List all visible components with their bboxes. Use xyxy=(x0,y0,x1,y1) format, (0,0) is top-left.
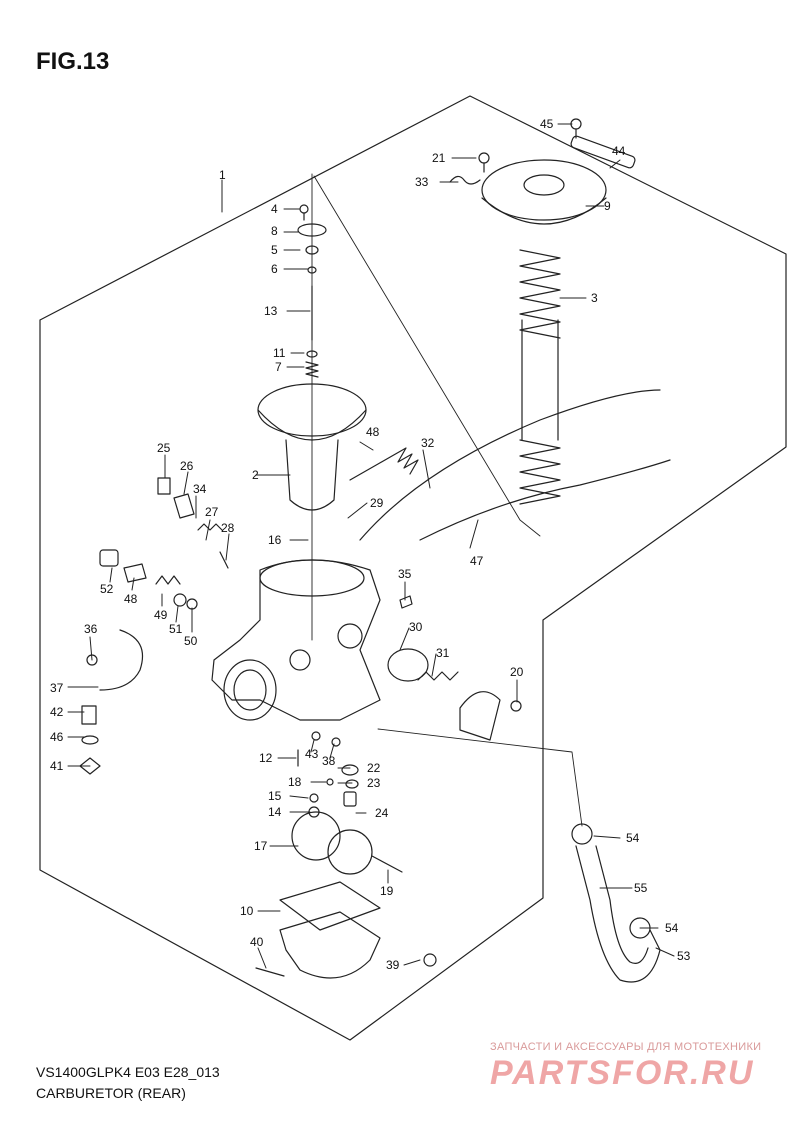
callout-16: 16 xyxy=(268,533,282,547)
figure-title: FIG.13 xyxy=(36,48,110,75)
callout-41: 41 xyxy=(50,759,64,773)
callout-44: 44 xyxy=(612,144,626,158)
callout-29: 29 xyxy=(370,496,384,510)
callout-54-upper: 54 xyxy=(626,831,640,845)
spring-48 xyxy=(349,447,419,481)
callout-53: 53 xyxy=(677,949,691,963)
assembly-outline xyxy=(39,95,787,1041)
mixture-screw-parts xyxy=(157,477,229,569)
callout-26: 26 xyxy=(180,459,194,473)
callout-54-lower: 54 xyxy=(665,921,679,935)
assembly-lines xyxy=(311,173,583,827)
needle-parts xyxy=(297,204,327,378)
callout-37: 37 xyxy=(50,681,64,695)
callout-50: 50 xyxy=(184,634,198,648)
callout-20: 20 xyxy=(510,665,524,679)
float-bowl xyxy=(255,881,437,979)
callout-3: 3 xyxy=(591,291,598,305)
vent-hose xyxy=(571,823,661,983)
callout-49: 49 xyxy=(154,608,168,622)
callout-2: 2 xyxy=(252,468,259,482)
hose-32 xyxy=(359,389,661,541)
callout-12: 12 xyxy=(259,751,273,765)
callout-9: 9 xyxy=(604,199,611,213)
piston-spring xyxy=(519,249,561,505)
callout-55: 55 xyxy=(634,881,648,895)
callout-36: 36 xyxy=(84,622,98,636)
watermark-logo-text: PARTSFOR.RU xyxy=(490,1054,754,1092)
callout-4: 4 xyxy=(271,202,278,216)
watermark-logo: PARTSFOR.RU xyxy=(490,1054,754,1092)
callout-46: 46 xyxy=(50,730,64,744)
callout-21: 21 xyxy=(432,151,446,165)
callout-22: 22 xyxy=(367,761,381,775)
right-side-parts xyxy=(387,595,522,741)
callout-39: 39 xyxy=(386,958,400,972)
callout-13: 13 xyxy=(264,304,278,318)
callout-19: 19 xyxy=(380,884,394,898)
callout-5: 5 xyxy=(271,243,278,257)
callout-7: 7 xyxy=(275,360,282,374)
leader-lines xyxy=(67,123,675,969)
callout-17: 17 xyxy=(254,839,268,853)
callout-28: 28 xyxy=(221,521,235,535)
callout-52: 52 xyxy=(100,582,114,596)
watermark-tagline: ЗАПЧАСТИ И АКСЕССУАРЫ ДЛЯ МОТОТЕХНИКИ xyxy=(490,1041,762,1053)
callout-48-lower: 48 xyxy=(124,592,138,606)
left-side-parts xyxy=(79,549,198,775)
carburetor-body xyxy=(211,559,381,721)
callout-10: 10 xyxy=(240,904,254,918)
callout-6: 6 xyxy=(271,262,278,276)
callout-27: 27 xyxy=(205,505,219,519)
callout-40: 40 xyxy=(250,935,264,949)
callout-24: 24 xyxy=(375,806,389,820)
callout-30: 30 xyxy=(409,620,423,634)
callout-labels: 1 2 3 4 5 6 7 8 9 10 11 12 13 14 15 16 1… xyxy=(50,117,691,972)
callout-48: 48 xyxy=(366,425,380,439)
callout-45: 45 xyxy=(540,117,554,131)
callout-23: 23 xyxy=(367,776,381,790)
callout-31: 31 xyxy=(436,646,450,660)
callout-25: 25 xyxy=(157,441,171,455)
callout-47: 47 xyxy=(470,554,484,568)
model-code: VS1400GLPK4 E03 E28_013 xyxy=(36,1064,220,1080)
hose-47 xyxy=(419,459,671,541)
callout-35: 35 xyxy=(398,567,412,581)
callout-33: 33 xyxy=(415,175,429,189)
callout-43: 43 xyxy=(305,747,319,761)
callout-11: 11 xyxy=(273,346,286,360)
callout-18: 18 xyxy=(288,775,302,789)
callout-51: 51 xyxy=(169,622,183,636)
top-cap-hole xyxy=(523,174,565,196)
callout-34: 34 xyxy=(193,482,207,496)
callout-1: 1 xyxy=(219,168,226,182)
callout-38: 38 xyxy=(322,754,336,768)
diagram-caption: CARBURETOR (REAR) xyxy=(36,1085,186,1101)
callout-8: 8 xyxy=(271,224,278,238)
top-cap-group xyxy=(449,118,636,225)
callout-15: 15 xyxy=(268,789,282,803)
float-parts xyxy=(291,731,403,875)
top-cap xyxy=(481,159,607,221)
callout-32: 32 xyxy=(421,436,435,450)
vacuum-piston xyxy=(257,383,367,511)
callout-42: 42 xyxy=(50,705,64,719)
callout-14: 14 xyxy=(268,805,282,819)
